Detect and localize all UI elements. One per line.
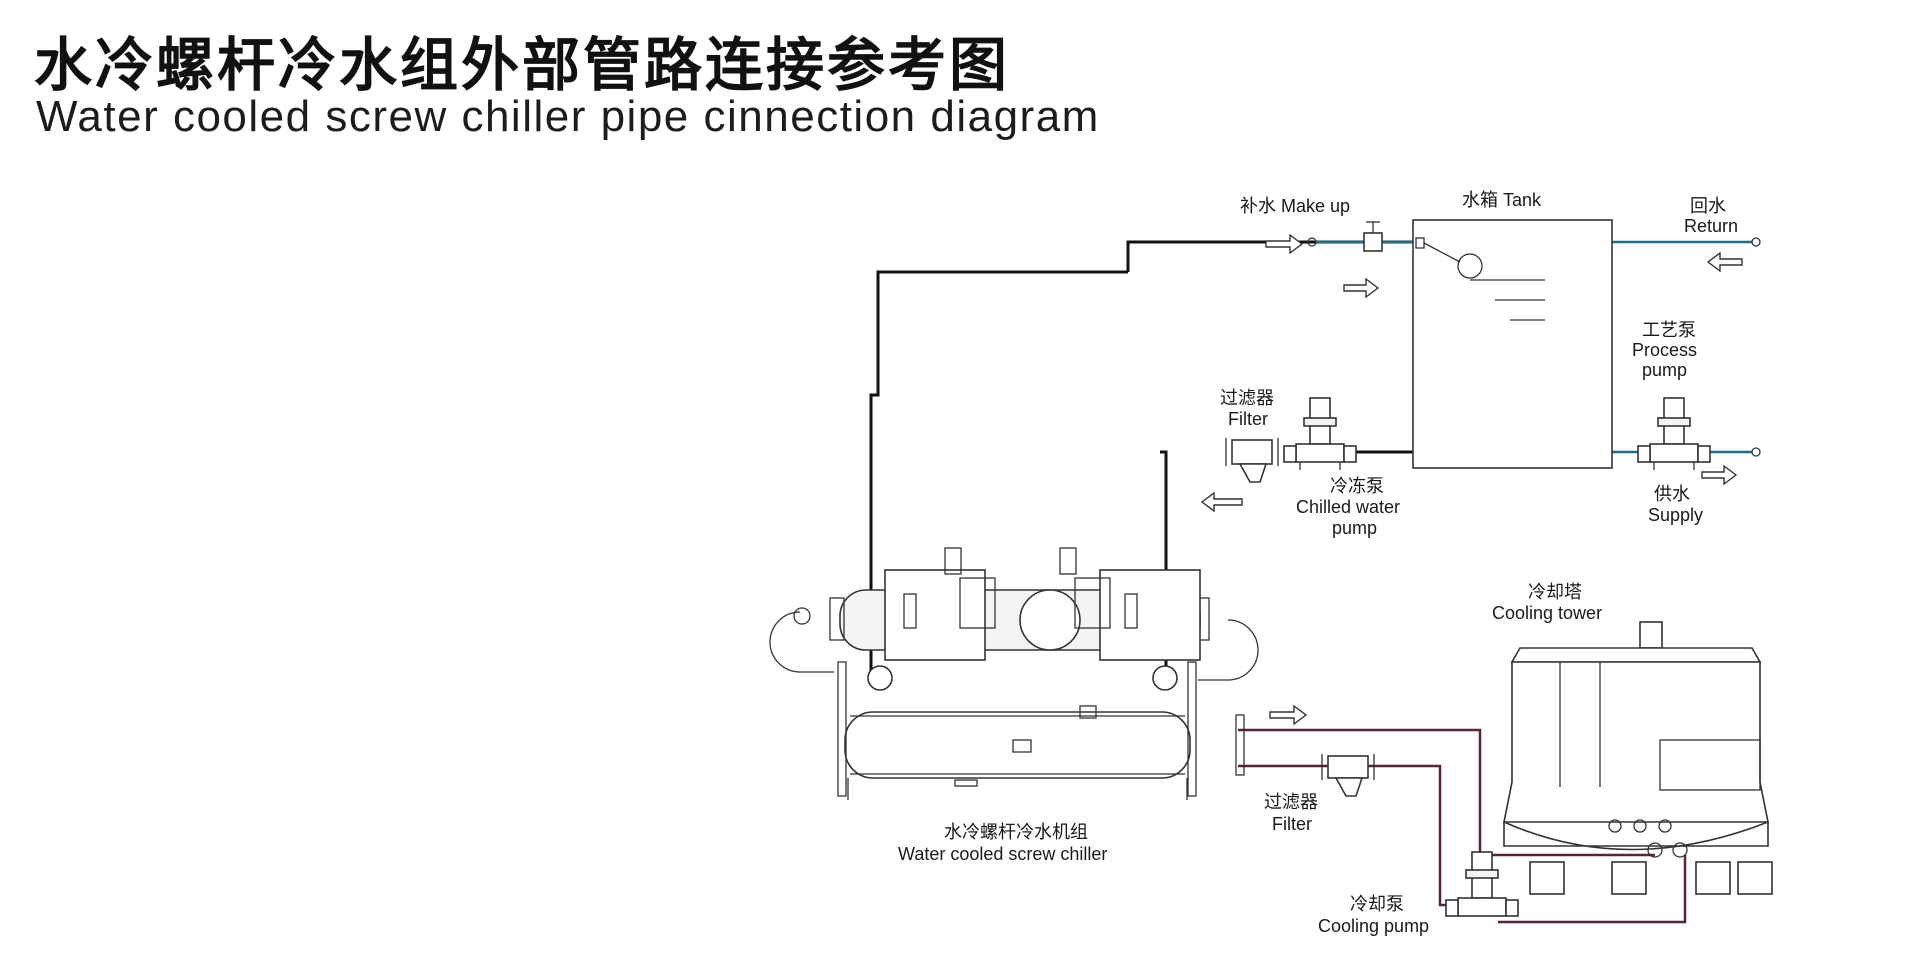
label-supply-en: Supply — [1648, 505, 1703, 525]
process-pump — [1637, 397, 1711, 470]
label-cooling-tower-cn: 冷却塔 — [1528, 582, 1582, 602]
page-title-en: Water cooled screw chiller pipe cinnecti… — [36, 92, 1100, 141]
page-title-cn: 水冷螺杆冷水组外部管路连接参考图 — [34, 31, 1011, 99]
label-filter-bottom-cn: 过滤器 — [1264, 792, 1318, 812]
cooling-pump — [1445, 851, 1519, 917]
label-filter-top-en: Filter — [1228, 409, 1268, 429]
label-process-pump-en2: pump — [1642, 360, 1687, 380]
label-cooling-pump-cn: 冷却泵 — [1350, 894, 1404, 914]
make-up-valve — [1363, 221, 1383, 252]
label-cooling-pump-en: Cooling pump — [1318, 916, 1429, 936]
label-chilled-pump-en2: pump — [1332, 518, 1377, 538]
label-chiller-cn: 水冷螺杆冷水机组 — [944, 822, 1088, 842]
label-return-en: Return — [1684, 216, 1738, 236]
label-process-pump-en1: Process — [1632, 340, 1697, 360]
label-tank: 水箱 Tank — [1462, 190, 1542, 210]
water-cooled-screw-chiller — [769, 547, 1259, 800]
cooling-tower — [1503, 621, 1773, 895]
label-return-cn: 回水 — [1690, 196, 1726, 216]
label-chilled-pump-en1: Chilled water — [1296, 497, 1400, 517]
water-tank — [1412, 219, 1613, 469]
label-chiller-en: Water cooled screw chiller — [898, 844, 1107, 864]
flow-arrows — [1200, 233, 1743, 726]
label-chilled-pump-cn: 冷冻泵 — [1330, 476, 1384, 496]
filter-bottom — [1321, 754, 1375, 797]
make-up-return-supply-pipes — [1307, 237, 1761, 457]
label-make-up: 补水 Make up — [1240, 196, 1350, 216]
label-filter-top-cn: 过滤器 — [1220, 388, 1274, 408]
label-process-pump-cn: 工艺泵 — [1642, 320, 1696, 340]
label-supply-cn: 供水 — [1654, 484, 1690, 504]
filter-top — [1225, 438, 1279, 483]
label-cooling-tower-en: Cooling tower — [1492, 603, 1602, 623]
chilled-water-pump — [1283, 397, 1357, 470]
label-filter-bottom-en: Filter — [1272, 814, 1312, 834]
